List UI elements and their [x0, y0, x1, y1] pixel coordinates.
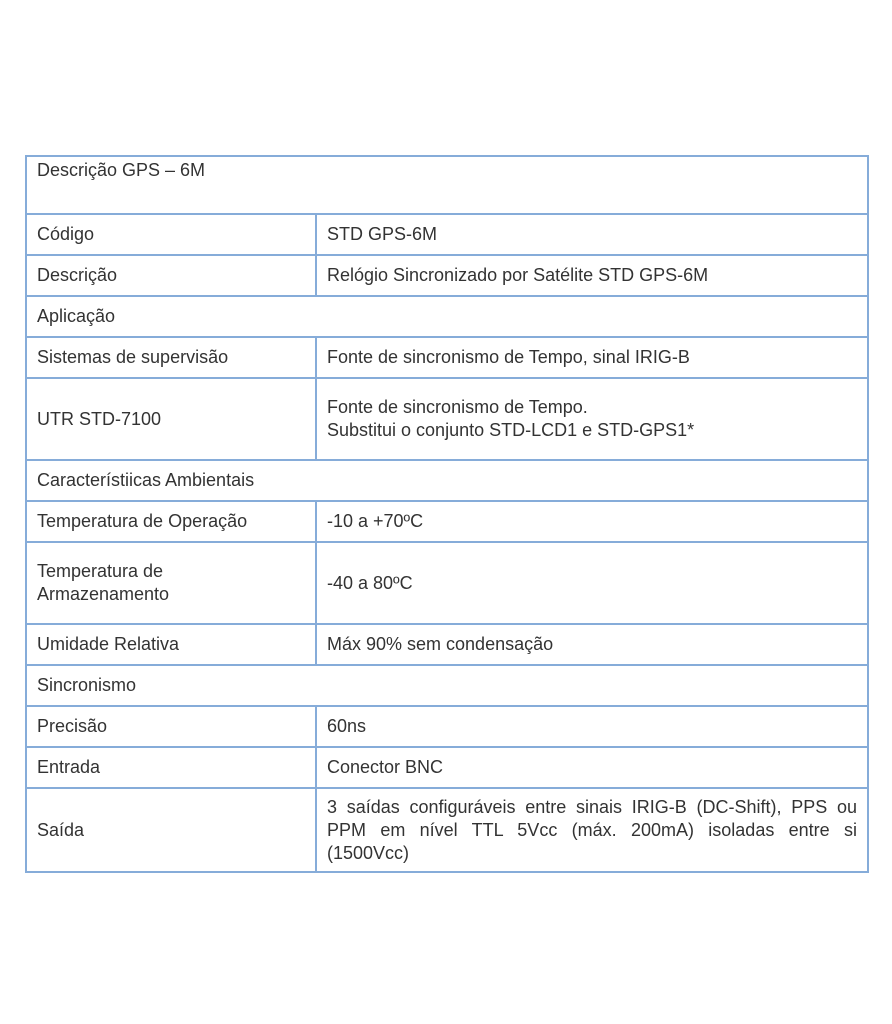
section-row: Aplicação [25, 295, 869, 338]
row-label: Umidade Relativa [25, 623, 317, 666]
row-value: Conector BNC [315, 746, 869, 789]
row-label: Temperatura de Operação [25, 500, 317, 543]
section-row: Sincronismo [25, 664, 869, 707]
section-heading: Sincronismo [25, 664, 869, 707]
row-value: Fonte de sincronismo de Tempo. Substitui … [315, 377, 869, 461]
row-value: STD GPS-6M [315, 213, 869, 256]
table-title: Descrição GPS – 6M [25, 155, 869, 215]
row-label: Descrição [25, 254, 317, 297]
label-line: Temperatura de [37, 561, 164, 581]
label-line: Armazenamento [37, 584, 170, 604]
row-label: Precisão [25, 705, 317, 748]
value-line: Fonte de sincronismo de Tempo. [327, 397, 588, 417]
row-label: Sistemas de supervisão [25, 336, 317, 379]
row-label: UTR STD-7100 [25, 377, 317, 461]
section-row: Característiicas Ambientais [25, 459, 869, 502]
section-heading: Característiicas Ambientais [25, 459, 869, 502]
row-label: Entrada [25, 746, 317, 789]
value-line: Substitui o conjunto STD-LCD1 e STD-GPS1… [327, 420, 695, 440]
row-value: -40 a 80ºC [315, 541, 869, 625]
row-value: Fonte de sincronismo de Tempo, sinal IRI… [315, 336, 869, 379]
row-label: Saída [25, 787, 317, 873]
row-label: Temperatura de Armazenamento [25, 541, 317, 625]
row-value: 60ns [315, 705, 869, 748]
table-row: Temperatura de Operação-10 a +70ºC [25, 500, 869, 543]
row-value: Relógio Sincronizado por Satélite STD GP… [315, 254, 869, 297]
row-value: Máx 90% sem condensação [315, 623, 869, 666]
row-label: Código [25, 213, 317, 256]
row-value: 3 saídas configuráveis entre sinais IRIG… [315, 787, 869, 873]
table-row: Temperatura de Armazenamento -40 a 80ºC [25, 541, 869, 625]
section-heading: Aplicação [25, 295, 869, 338]
table-title-row: Descrição GPS – 6M [25, 155, 869, 215]
row-value: -10 a +70ºC [315, 500, 869, 543]
